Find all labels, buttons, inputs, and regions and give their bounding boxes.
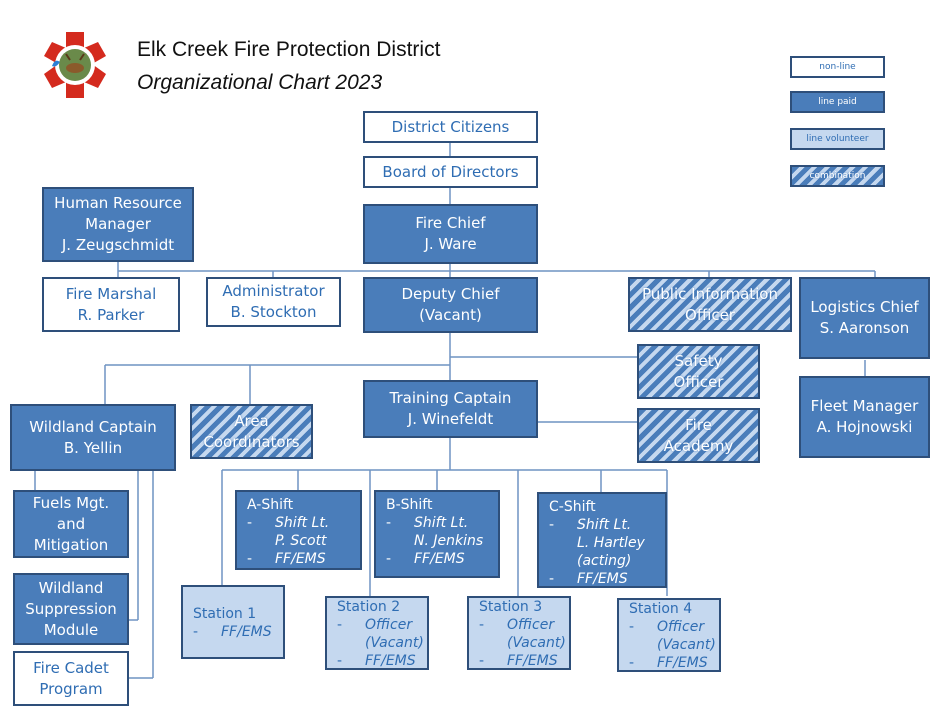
node-label: Area <box>234 411 269 430</box>
node-label: Wildland <box>38 578 104 597</box>
node-safety-officer: Safety Officer <box>637 344 760 399</box>
node-station-1: Station 1 -FF/EMS <box>181 585 285 659</box>
node-label: Public Information <box>642 284 778 303</box>
legend-combination: combination <box>790 165 885 187</box>
node-label: Program <box>39 679 103 698</box>
node-label: J. Zeugschmidt <box>61 236 175 254</box>
node-board-of-directors: Board of Directors <box>363 156 538 188</box>
node-fuels-mitigation: Fuels Mgt. and Mitigation <box>13 490 129 558</box>
node-wildland-captain: Wildland Captain B. Yellin <box>10 404 176 471</box>
node-label: Wildland Captain <box>29 417 157 436</box>
node-label: Mitigation <box>33 535 109 554</box>
node-label: Fire Cadet <box>33 658 109 677</box>
node-wildland-suppression: Wildland Suppression Module <box>13 573 129 645</box>
legend-line-volunteer: line volunteer <box>790 128 885 150</box>
node-station-2: Station 2 -Officer (Vacant) -FF/EMS <box>325 596 429 670</box>
node-label: Administrator <box>222 282 325 300</box>
node-a-shift: A-Shift -Shift Lt. P. Scott -FF/EMS <box>235 490 362 570</box>
page-subtitle: Organizational Chart 2023 <box>137 71 383 94</box>
node-fleet-manager: Fleet Manager A. Hojnowski <box>799 376 930 458</box>
shift-item: -FF/EMS <box>549 571 628 587</box>
station-item: -Officer <box>337 617 413 633</box>
node-station-3: Station 3 -Officer (Vacant) -FF/EMS <box>467 596 571 670</box>
shift-title: A-Shift <box>247 497 294 513</box>
node-label: S. Aaronson <box>819 319 910 337</box>
shift-item-detail: P. Scott <box>275 533 327 549</box>
shift-item-detail: N. Jenkins <box>414 533 484 549</box>
station-item: -Officer <box>479 617 555 633</box>
shift-item: -Shift Lt. <box>549 517 632 533</box>
node-area-coordinators: Area Coordinators <box>190 404 313 459</box>
node-label: and <box>56 514 86 533</box>
shift-title: B-Shift <box>386 497 433 513</box>
node-district-citizens: District Citizens <box>363 111 538 143</box>
node-label: B. Yellin <box>63 438 123 457</box>
station-item: -FF/EMS <box>479 653 558 669</box>
node-label: Module <box>43 620 99 639</box>
node-c-shift: C-Shift -Shift Lt. L. Hartley (acting) -… <box>537 492 667 588</box>
node-label: Deputy Chief <box>401 285 500 303</box>
node-label: Safety <box>674 351 723 370</box>
node-logistics-chief: Logistics Chief S. Aaronson <box>799 277 930 359</box>
shift-item: -Shift Lt. <box>247 515 330 531</box>
node-fire-marshal: Fire Marshal R. Parker <box>42 277 180 332</box>
node-label: Logistics Chief <box>810 298 919 316</box>
node-label: A. Hojnowski <box>816 418 913 436</box>
node-label: Fuels Mgt. <box>32 493 110 512</box>
node-fire-chief: Fire Chief J. Ware <box>363 204 538 264</box>
node-label: Manager <box>85 215 151 233</box>
fire-district-logo <box>44 32 106 98</box>
node-label: J. Ware <box>424 235 477 253</box>
node-label: J. Winefeldt <box>407 410 494 428</box>
node-label: Fire Chief <box>415 214 486 232</box>
node-deputy-chief: Deputy Chief (Vacant) <box>363 277 538 333</box>
node-label: Board of Directors <box>382 162 519 181</box>
node-label: District Citizens <box>391 117 510 136</box>
node-label: Fire Marshal <box>65 284 157 303</box>
station-item-detail: (Vacant) <box>365 635 424 651</box>
station-item: -FF/EMS <box>337 653 416 669</box>
shift-item: -FF/EMS <box>386 551 465 567</box>
node-b-shift: B-Shift -Shift Lt. N. Jenkins -FF/EMS <box>374 490 500 578</box>
station-item-detail: (Vacant) <box>507 635 566 651</box>
station-title: Station 3 <box>479 599 543 615</box>
page-title: Elk Creek Fire Protection District <box>137 38 441 61</box>
node-hr-manager: Human Resource Manager J. Zeugschmidt <box>42 187 194 262</box>
node-label: B. Stockton <box>230 303 317 321</box>
node-label: (Vacant) <box>419 306 482 324</box>
node-label: Officer <box>685 305 735 324</box>
node-label: Coordinators <box>203 432 300 451</box>
node-label: Academy <box>663 436 734 455</box>
legend-line-paid: line paid <box>790 91 885 113</box>
shift-item-detail: L. Hartley <box>577 535 645 551</box>
node-station-4: Station 4 -Officer (Vacant) -FF/EMS <box>617 598 721 672</box>
node-label: Training Captain <box>389 389 512 407</box>
station-title: Station 4 <box>629 601 693 617</box>
node-label: Officer <box>673 372 724 391</box>
station-item: -FF/EMS <box>193 624 272 640</box>
node-training-captain: Training Captain J. Winefeldt <box>363 380 538 438</box>
legend-non-line: non-line <box>790 56 885 78</box>
node-label: Fleet Manager <box>810 397 919 415</box>
node-label: Suppression <box>25 599 117 618</box>
station-item-detail: (Vacant) <box>657 637 716 653</box>
station-item: -FF/EMS <box>629 655 708 671</box>
node-label: Human Resource <box>54 194 182 212</box>
node-label: R. Parker <box>77 305 145 324</box>
shift-item-detail: (acting) <box>577 553 632 569</box>
node-fire-cadet: Fire Cadet Program <box>13 651 129 706</box>
shift-item: -Shift Lt. <box>386 515 469 531</box>
station-item: -Officer <box>629 619 705 635</box>
node-label: Fire <box>685 415 712 434</box>
shift-item: -FF/EMS <box>247 551 326 567</box>
shift-title: C-Shift <box>549 499 596 515</box>
station-title: Station 1 <box>193 606 257 622</box>
node-fire-academy: Fire Academy <box>637 408 760 463</box>
node-public-information-officer: Public Information Officer <box>628 277 792 332</box>
station-title: Station 2 <box>337 599 401 615</box>
node-administrator: Administrator B. Stockton <box>206 277 341 327</box>
